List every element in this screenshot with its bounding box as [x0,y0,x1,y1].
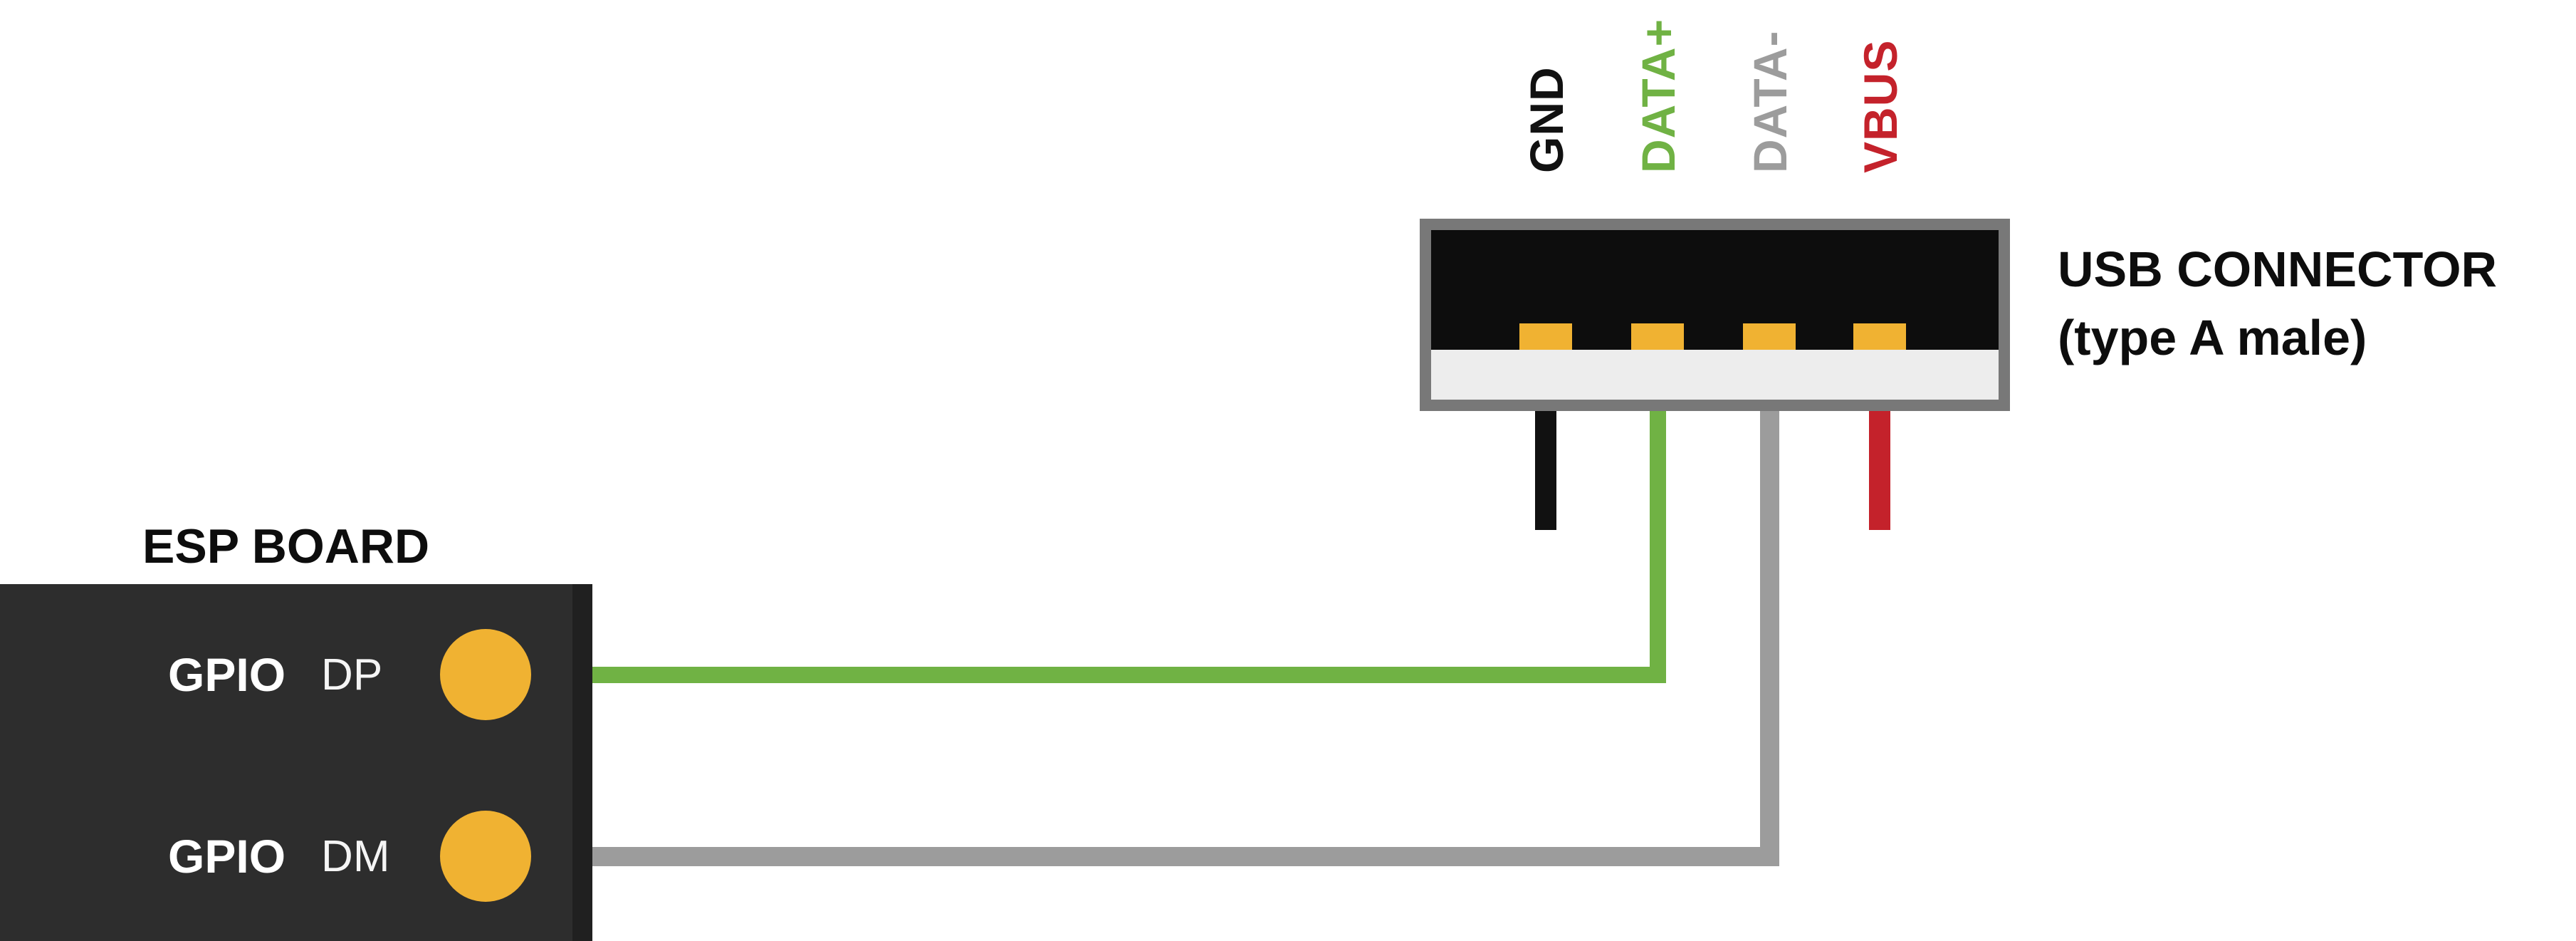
gnd-wire-stub [1535,411,1556,530]
usb-pin-label-data-plus: DATA+ [1632,18,1685,173]
esp-board-title: ESP BOARD [142,519,430,573]
esp-pin-row-dp: GPIO DP [168,642,382,707]
usb-connector-caption: USB CONNECTOR (type A male) [2058,235,2497,372]
usb-contact-data-minus [1743,323,1796,350]
usb-connector-tongue [1431,350,1999,400]
usb-contact-vbus [1853,323,1906,350]
esp-pin-dm-port-label: GPIO [168,830,286,883]
esp-pin-pad-dp [440,629,531,720]
esp-pin-row-dm: GPIO DM [168,823,389,889]
usb-pin-label-vbus: VBUS [1854,39,1907,173]
esp-pin-pad-dm [440,811,531,902]
usb-connector-body [1420,219,2010,411]
esp-pin-dp-port-label: GPIO [168,648,286,701]
data-plus-wire-horizontal [486,667,1666,683]
usb-contact-data-plus [1631,323,1684,350]
usb-connector-caption-line1: USB CONNECTOR [2058,241,2498,297]
esp-pin-dm-name-label: DM [321,831,390,881]
data-plus-wire-vertical [1650,411,1666,683]
usb-contact-gnd [1519,323,1572,350]
usb-connector-caption-line2: (type A male) [2058,310,2367,365]
vbus-wire-stub [1869,411,1890,530]
esp-board-edge-shade [572,584,592,941]
esp-pin-dp-name-label: DP [321,650,383,700]
usb-pin-label-data-minus: DATA- [1744,30,1796,174]
usb-pin-label-gnd: GND [1520,66,1573,173]
data-minus-wire-vertical [1760,411,1779,865]
data-minus-wire-horizontal [486,847,1779,866]
